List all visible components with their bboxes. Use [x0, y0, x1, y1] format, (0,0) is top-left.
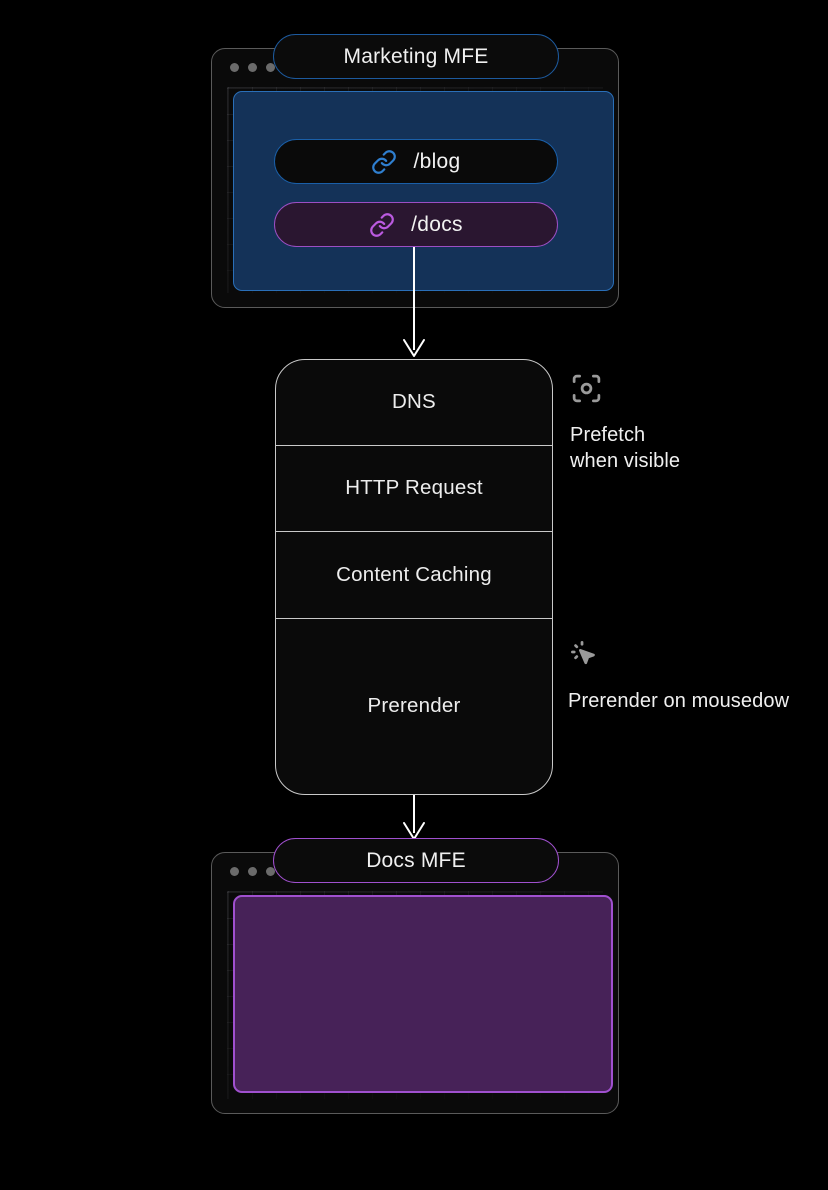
- link-icon: [371, 149, 397, 175]
- pipeline-stage-http-request: HTTP Request: [276, 446, 552, 533]
- annotation-prerender: Prerender on mousedow: [568, 638, 798, 714]
- marketing-mfe-viewport: [233, 91, 614, 291]
- route-label-blog: /blog: [413, 149, 461, 173]
- marketing-mfe-title: Marketing MFE: [273, 34, 559, 79]
- traffic-light-dots: [230, 867, 275, 876]
- docs-mfe-window: [211, 852, 619, 1114]
- annotation-prerender-text: Prerender on mousedow: [568, 690, 790, 712]
- traffic-light-dot-yellow: [248, 63, 257, 72]
- annotation-prefetch-text: Prefetch when visible: [570, 424, 681, 473]
- traffic-light-dot-red: [230, 63, 239, 72]
- docs-mfe-viewport: [233, 895, 613, 1093]
- traffic-light-dots: [230, 63, 275, 72]
- traffic-light-dot-red: [230, 867, 239, 876]
- pipeline-stage-dns: DNS: [276, 360, 552, 446]
- traffic-light-dot-green: [266, 867, 275, 876]
- mouse-pointer-click-icon: [568, 638, 798, 676]
- route-pill-docs[interactable]: /docs: [274, 202, 558, 247]
- traffic-light-dot-yellow: [248, 867, 257, 876]
- traffic-light-dot-green: [266, 63, 275, 72]
- network-pipeline: DNS HTTP Request Content Caching Prerend…: [275, 359, 553, 795]
- link-icon: [369, 212, 395, 238]
- docs-mfe-title: Docs MFE: [273, 838, 559, 883]
- scan-eye-icon: [570, 372, 800, 410]
- route-pill-blog[interactable]: /blog: [274, 139, 558, 184]
- route-label-docs: /docs: [411, 212, 463, 236]
- pipeline-stage-content-caching: Content Caching: [276, 532, 552, 619]
- marketing-mfe-window: [211, 48, 619, 308]
- docs-to-pipeline-arrow: [403, 244, 425, 357]
- annotation-prefetch: Prefetch when visible: [570, 372, 800, 475]
- pipeline-stage-prerender: Prerender: [367, 694, 461, 718]
